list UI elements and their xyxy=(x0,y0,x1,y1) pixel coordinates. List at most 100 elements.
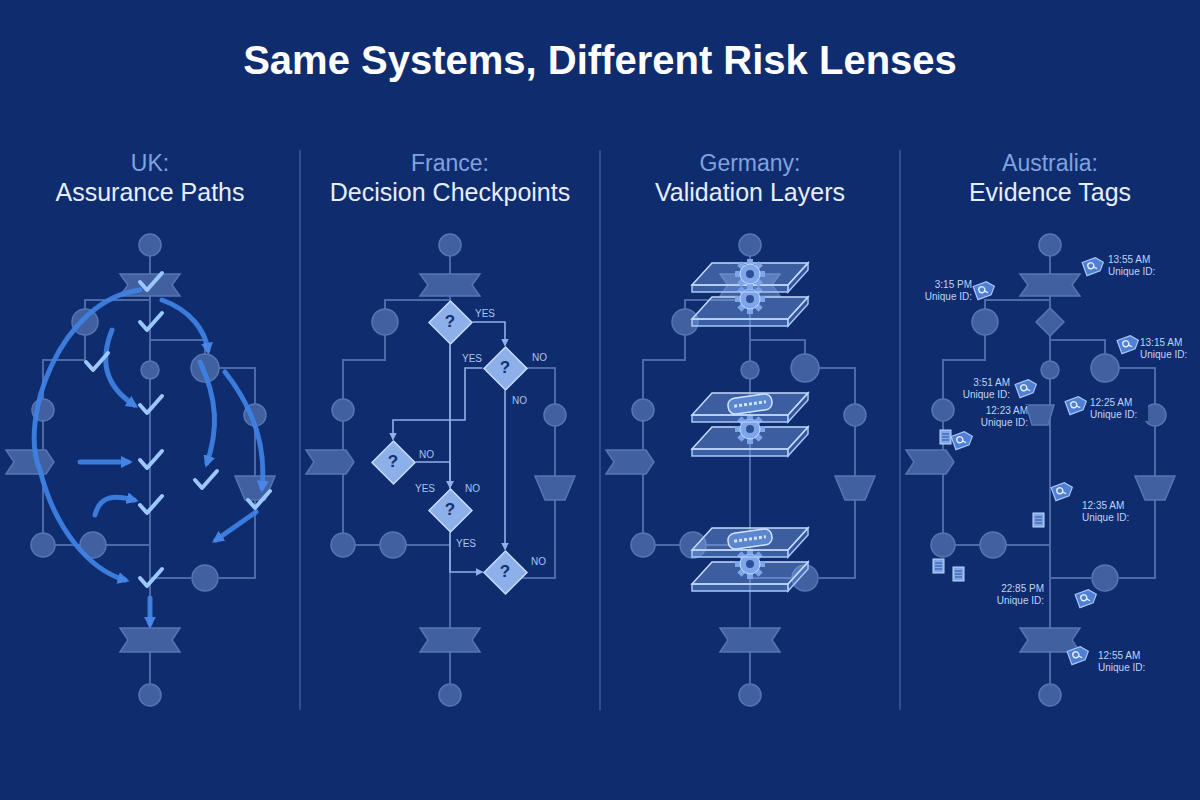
flow-circle xyxy=(1091,354,1119,382)
flow-line xyxy=(819,368,855,404)
check-mark xyxy=(140,313,162,330)
assurance-arrow xyxy=(148,598,153,624)
document-sheet xyxy=(1033,513,1044,527)
column-divider xyxy=(299,150,301,710)
emblem-badge xyxy=(727,528,773,550)
evidence-stamp: 22:85 PM Unique ID: xyxy=(986,583,1044,607)
flow-circle xyxy=(31,533,55,557)
flow-circle xyxy=(1039,684,1061,706)
flowchart-skeleton xyxy=(906,234,1175,706)
magnifier-handle xyxy=(1093,266,1097,270)
flow-circle xyxy=(932,399,954,421)
magnifier-lens xyxy=(1070,401,1078,409)
decision-diamond: ? xyxy=(371,440,416,485)
assurance-arrow xyxy=(95,497,134,515)
evidence-stamp: 13:55 AM Unique ID: xyxy=(1108,254,1166,278)
validation-layers xyxy=(692,259,808,591)
tag-shape xyxy=(973,280,997,300)
decision-diamond: ? xyxy=(483,550,528,595)
flow-circle xyxy=(739,234,761,256)
flow-line xyxy=(819,426,855,578)
flow-circle xyxy=(439,234,461,256)
flow-circle xyxy=(739,684,761,706)
column-divider xyxy=(899,150,901,710)
tag-icon xyxy=(1075,588,1099,608)
gear-hub xyxy=(746,295,754,303)
layer-front xyxy=(692,449,788,456)
layer-front xyxy=(692,319,788,326)
decision-diamond: ? xyxy=(428,300,473,345)
document-line xyxy=(942,437,949,438)
flowchart-skeleton xyxy=(306,234,575,706)
magnifier-lens xyxy=(1072,651,1080,659)
flow-line xyxy=(342,421,344,534)
gear-symbol xyxy=(735,259,765,289)
diamond-shape xyxy=(484,347,527,390)
document-icon xyxy=(940,430,951,444)
flow-line xyxy=(985,300,1050,309)
flow-line xyxy=(354,544,380,546)
document-sheet xyxy=(933,559,944,573)
flowchart-skeleton xyxy=(606,234,875,706)
flow-circle xyxy=(631,533,655,557)
evidence-stamp: 3:51 AM Unique ID: xyxy=(952,377,1010,401)
flow-line xyxy=(106,544,150,546)
evidence-stamp: 3:15 PM Unique ID: xyxy=(914,279,972,303)
flow-chevron xyxy=(606,450,654,474)
check-mark xyxy=(140,273,162,290)
tag-icon xyxy=(1117,334,1141,354)
check-mark xyxy=(86,353,108,370)
column-heading: Decision Checkpoints xyxy=(330,178,570,206)
flow-circle xyxy=(141,361,159,379)
flow-chevron xyxy=(120,628,180,652)
document-line xyxy=(1035,520,1042,521)
tag-icon xyxy=(1067,645,1091,665)
assurance-arrow xyxy=(106,330,134,405)
document-line xyxy=(942,440,949,441)
flow-line xyxy=(954,544,980,546)
tag-shape xyxy=(1075,588,1099,608)
decision-mark: ? xyxy=(445,500,455,520)
document-line xyxy=(935,563,942,564)
flow-circle xyxy=(192,565,218,591)
tag-shape xyxy=(1015,378,1039,398)
magnifier-handle xyxy=(1076,405,1080,409)
decision-mark: ? xyxy=(388,452,398,472)
document-line xyxy=(935,569,942,570)
layer-top xyxy=(692,393,808,415)
magnifier-lens xyxy=(1122,340,1130,348)
tag-shape xyxy=(1067,645,1091,665)
flow-line xyxy=(1006,544,1050,546)
check-mark xyxy=(140,569,162,586)
flow-circle xyxy=(741,361,759,379)
tag-icon xyxy=(1065,395,1089,415)
flow-chevron xyxy=(306,450,354,474)
flow-line xyxy=(343,335,385,399)
flowchart-skeleton xyxy=(6,234,275,706)
flow-circle xyxy=(380,532,406,558)
assurance-paths xyxy=(34,273,270,624)
tag-icon xyxy=(1051,481,1075,501)
tag-icon xyxy=(973,280,997,300)
document-line xyxy=(935,566,942,567)
branch-label: YES xyxy=(455,538,477,549)
magnifier-lens xyxy=(1080,594,1088,602)
flow-circle xyxy=(1039,234,1061,256)
column-heading: Evidence Tags xyxy=(969,178,1131,206)
flow-flag xyxy=(420,274,480,296)
document-sheet xyxy=(940,430,951,444)
flow-chevron xyxy=(906,450,954,474)
column-country: UK: xyxy=(131,150,169,176)
flow-line xyxy=(150,340,205,354)
document-line xyxy=(955,577,962,578)
tag-icon xyxy=(951,430,975,450)
flow-circle xyxy=(980,532,1006,558)
diamond-shape xyxy=(372,441,415,484)
layer-top xyxy=(692,528,808,550)
decision-connector xyxy=(450,533,483,573)
assurance-arrow xyxy=(225,372,263,488)
flow-trapezoid xyxy=(1135,476,1175,500)
document-line xyxy=(1035,523,1042,524)
magnifier-handle xyxy=(1062,491,1066,495)
evidence-stamp: 12:25 AM Unique ID: xyxy=(1090,397,1148,421)
